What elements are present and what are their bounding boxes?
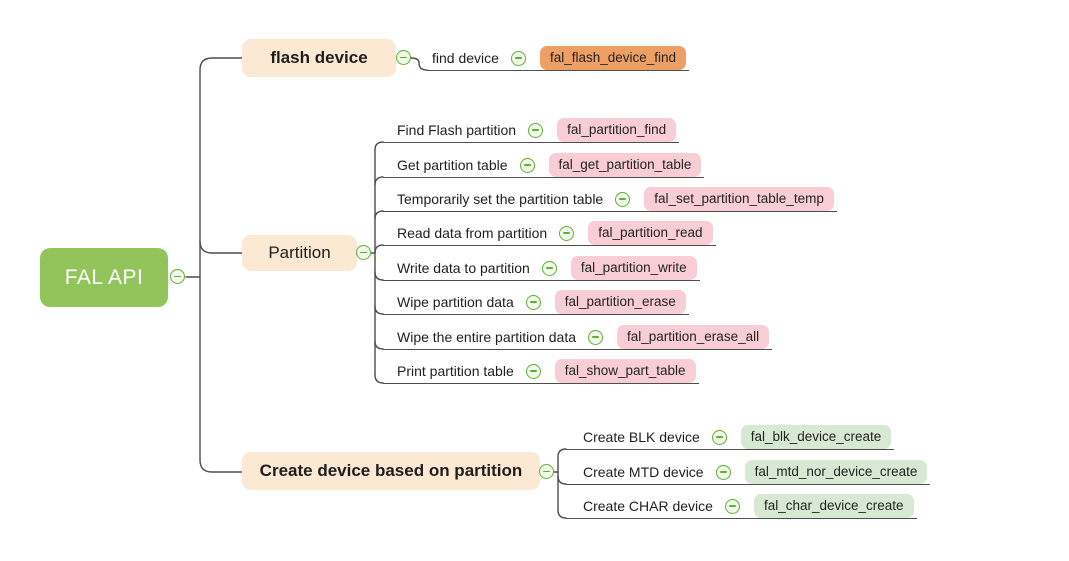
branch-row-create-char: Create CHAR device fal_char_device_creat… xyxy=(566,494,917,519)
collapse-icon[interactable] xyxy=(715,464,731,480)
collapse-icon[interactable] xyxy=(525,363,541,379)
collapse-icon[interactable] xyxy=(711,429,727,445)
api-node-fal-show-part-table[interactable]: fal_show_part_table xyxy=(554,359,696,383)
main-trunk-line xyxy=(199,57,243,473)
topic-partition[interactable]: Partition xyxy=(242,235,357,271)
api-node-fal-flash-device-find[interactable]: fal_flash_device_find xyxy=(539,46,687,70)
create-elbow-2 xyxy=(557,475,567,485)
partition-elbow-2 xyxy=(374,176,384,186)
api-node-fal-blk-device-create[interactable]: fal_blk_device_create xyxy=(740,425,892,449)
collapse-icon[interactable] xyxy=(539,464,554,479)
partition-elbow-1 xyxy=(374,141,384,151)
create-elbow-1 xyxy=(557,448,567,458)
partition-elbow-4 xyxy=(374,244,384,254)
subtopic-wipe-entire-data[interactable]: Wipe the entire partition data xyxy=(397,329,576,345)
subtopic-wipe-partition-data[interactable]: Wipe partition data xyxy=(397,294,514,310)
topic-flash-device[interactable]: flash device xyxy=(242,39,396,77)
subtopic-read-data[interactable]: Read data from partition xyxy=(397,225,548,241)
subtopic-temporarily-set-table[interactable]: Temporarily set the partition table xyxy=(397,191,604,207)
branch-row-create-mtd: Create MTD device fal_mtd_nor_device_cre… xyxy=(566,460,931,485)
subtopic-create-blk-device[interactable]: Create BLK device xyxy=(583,429,700,445)
collapse-icon[interactable] xyxy=(356,245,371,260)
api-node-fal-char-device-create[interactable]: fal_char_device_create xyxy=(753,494,914,518)
branch-row-create-blk: Create BLK device fal_blk_device_create xyxy=(566,425,895,450)
collapse-icon[interactable] xyxy=(510,50,526,66)
api-node-fal-partition-erase[interactable]: fal_partition_erase xyxy=(554,290,686,314)
partition-elbow-6 xyxy=(374,305,384,315)
subtopic-get-partition-table[interactable]: Get partition table xyxy=(397,157,508,173)
subtopic-create-char-device[interactable]: Create CHAR device xyxy=(583,498,713,514)
collapse-icon[interactable] xyxy=(541,260,557,276)
partition-elbow-3 xyxy=(374,210,384,220)
api-node-fal-mtd-nor-device-create[interactable]: fal_mtd_nor_device_create xyxy=(744,460,928,484)
api-node-fal-set-partition-table-temp[interactable]: fal_set_partition_table_temp xyxy=(644,187,834,211)
collapse-icon[interactable] xyxy=(724,498,740,514)
partition-connector-line xyxy=(199,240,243,254)
api-node-fal-partition-write[interactable]: fal_partition_write xyxy=(570,256,697,280)
partition-elbow-8 xyxy=(374,374,384,384)
create-elbow-3 xyxy=(557,509,567,519)
find-device-elbow xyxy=(410,57,428,71)
api-node-fal-partition-erase-all[interactable]: fal_partition_erase_all xyxy=(617,325,770,349)
branch-row-find-device: find device fal_flash_device_find xyxy=(427,46,690,71)
branch-row-print-partition-table: Print partition table fal_show_part_tabl… xyxy=(383,359,699,384)
branch-row-read-data: Read data from partition fal_partition_r… xyxy=(383,221,716,246)
root-node-fal-api[interactable]: FAL API xyxy=(40,248,168,307)
subtopic-create-mtd-device[interactable]: Create MTD device xyxy=(583,464,704,480)
branch-row-wipe-partition-data: Wipe partition data fal_partition_erase xyxy=(383,290,689,315)
subtopic-write-data[interactable]: Write data to partition xyxy=(397,260,530,276)
partition-elbow-5 xyxy=(374,271,384,281)
branch-row-wipe-entire-data: Wipe the entire partition data fal_parti… xyxy=(383,325,773,350)
api-node-fal-partition-find[interactable]: fal_partition_find xyxy=(557,118,677,142)
branch-row-write-data: Write data to partition fal_partition_wr… xyxy=(383,256,700,281)
subtopic-find-device[interactable]: find device xyxy=(432,50,499,66)
subtopic-find-flash-partition[interactable]: Find Flash partition xyxy=(397,122,517,138)
collapse-icon[interactable] xyxy=(528,122,544,138)
api-node-fal-partition-read[interactable]: fal_partition_read xyxy=(588,221,713,245)
branch-row-temporarily-set-table: Temporarily set the partition table fal_… xyxy=(383,187,837,212)
topic-create-device[interactable]: Create device based on partition xyxy=(242,452,540,490)
collapse-icon[interactable] xyxy=(525,294,541,310)
partition-elbow-7 xyxy=(374,340,384,350)
branch-row-get-partition-table: Get partition table fal_get_partition_ta… xyxy=(383,153,705,178)
collapse-icon[interactable] xyxy=(170,269,185,284)
collapse-icon[interactable] xyxy=(396,50,411,65)
collapse-icon[interactable] xyxy=(615,191,631,207)
collapse-icon[interactable] xyxy=(519,157,535,173)
subtopic-print-partition-table[interactable]: Print partition table xyxy=(397,363,514,379)
collapse-icon[interactable] xyxy=(559,225,575,241)
collapse-icon[interactable] xyxy=(588,329,603,345)
branch-row-find-flash-partition: Find Flash partition fal_partition_find xyxy=(383,118,680,143)
api-node-fal-get-partition-table[interactable]: fal_get_partition_table xyxy=(548,153,702,177)
